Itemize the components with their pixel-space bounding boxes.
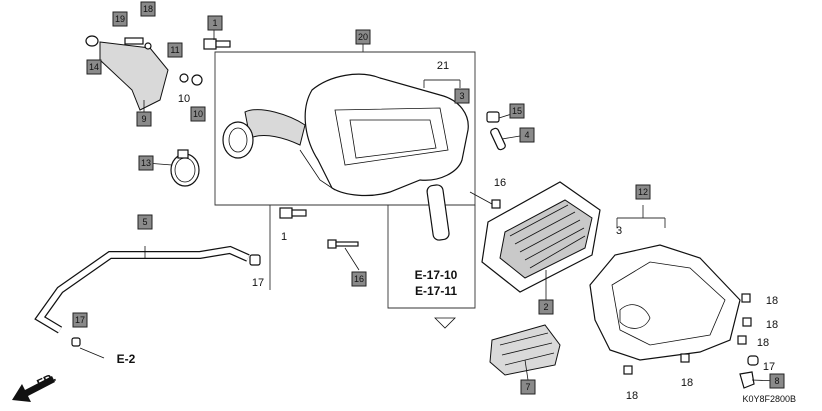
- label-17-left: 17: [252, 277, 264, 289]
- callout-1: 1: [207, 15, 223, 31]
- ref-e-17-10: E-17-10: [415, 268, 458, 282]
- label-1: 1: [281, 231, 287, 243]
- callout-20: 20: [355, 29, 371, 45]
- bolt-1-lower: [279, 207, 307, 219]
- svg-text:7: 7: [525, 382, 530, 392]
- label-18-d: 18: [681, 377, 693, 389]
- callout-3: 3: [454, 88, 470, 104]
- drain-tube: [34, 245, 261, 347]
- callout-13: 13: [138, 155, 154, 171]
- air-cleaner-cover-plate: [85, 35, 203, 111]
- svg-text:9: 9: [141, 114, 146, 124]
- screw-16-lower: [327, 239, 359, 249]
- air-cleaner-housing: [222, 73, 469, 241]
- label-18-c: 18: [757, 337, 769, 349]
- svg-text:20: 20: [358, 32, 368, 42]
- tube-joint: [486, 111, 506, 151]
- label-3: 3: [616, 225, 622, 237]
- svg-text:14: 14: [89, 62, 99, 72]
- band-clamp: [170, 149, 200, 187]
- bolt-1-upper: [203, 38, 231, 50]
- svg-text:4: 4: [524, 130, 529, 140]
- svg-text:1: 1: [212, 18, 217, 28]
- front-direction-arrow: [12, 376, 55, 402]
- callout-11: 11: [167, 42, 183, 58]
- svg-text:8: 8: [774, 376, 779, 386]
- svg-text:12: 12: [638, 187, 648, 197]
- svg-text:5: 5: [142, 217, 147, 227]
- label-18-a: 18: [766, 295, 778, 307]
- callout-10: 10: [190, 106, 206, 122]
- svg-text:13: 13: [141, 158, 151, 168]
- svg-text:16: 16: [354, 274, 364, 284]
- svg-text:2: 2: [543, 302, 548, 312]
- label-10: 10: [178, 93, 190, 105]
- svg-text:15: 15: [512, 106, 522, 116]
- svg-text:19: 19: [115, 14, 125, 24]
- svg-text:18: 18: [143, 4, 153, 14]
- label-16: 16: [494, 177, 506, 189]
- label-18-e: 18: [626, 390, 638, 402]
- assembly-frames: [214, 44, 666, 309]
- ref-e-17-11: E-17-11: [415, 284, 457, 298]
- callout-16: 16: [351, 271, 367, 287]
- front-direction-label: FR.: [35, 370, 58, 391]
- air-cleaner-case: [589, 244, 741, 361]
- air-filter-element: [481, 181, 601, 293]
- callout-15: 15: [509, 103, 525, 119]
- callout-9: 9: [136, 111, 152, 127]
- callout-19: 19: [112, 11, 128, 27]
- svg-text:11: 11: [170, 45, 179, 55]
- label-18-b: 18: [766, 319, 778, 331]
- intake-connector: [489, 324, 561, 376]
- callout-8: 8: [769, 373, 785, 389]
- diagram-code: K0Y8F2800B: [742, 394, 796, 404]
- callout-17: 17: [72, 312, 88, 328]
- svg-text:3: 3: [459, 91, 464, 101]
- label-17-right: 17: [763, 361, 775, 373]
- callout-4: 4: [519, 127, 535, 143]
- ref-e-2: E-2: [117, 352, 136, 366]
- screws-18: [623, 293, 759, 389]
- callout-14: 14: [86, 59, 102, 75]
- screw-16-upper: [469, 191, 501, 209]
- svg-text:17: 17: [75, 315, 85, 325]
- callout-7: 7: [520, 379, 536, 395]
- callout-5: 5: [137, 214, 153, 230]
- callout-2: 2: [538, 299, 554, 315]
- callout-12: 12: [635, 184, 651, 200]
- svg-text:10: 10: [193, 109, 203, 119]
- label-21: 21: [437, 60, 449, 72]
- callout-18: 18: [140, 1, 156, 17]
